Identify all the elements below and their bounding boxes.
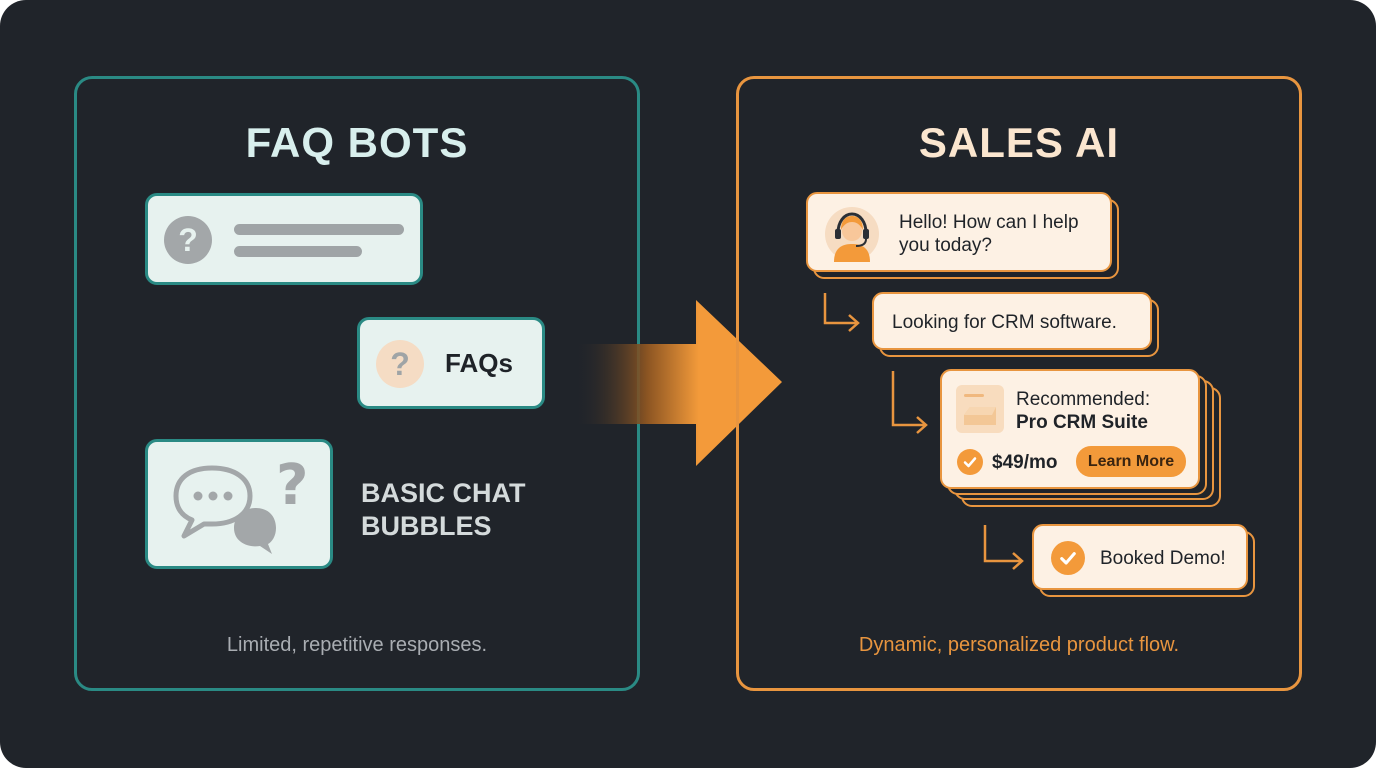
text-line-placeholder — [234, 246, 362, 257]
learn-more-button[interactable]: Learn More — [1076, 446, 1186, 477]
basic-label-line2: BUBBLES — [361, 511, 492, 541]
flow-arrow-icon — [891, 371, 928, 434]
faq-label: FAQs — [445, 348, 513, 378]
flow-arrow-icon — [983, 525, 1024, 570]
sales-ai-title: SALES AI — [918, 119, 1120, 166]
product-price: $49/mo — [992, 452, 1058, 473]
booked-demo-text: Booked Demo! — [1100, 548, 1226, 569]
sales-ai-panel: SALES AI Hello! How can I help you today… — [736, 76, 1302, 691]
faq-caption: Limited, repetitive responses. — [226, 634, 488, 656]
greeting-card: Hello! How can I help you today? — [806, 192, 1112, 272]
greeting-line2: you today? — [899, 235, 992, 256]
faq-bots-panel: FAQ BOTS ? ? FAQs — [74, 76, 640, 691]
user-reply-text: Looking for CRM software. — [892, 312, 1117, 333]
sales-caption: Dynamic, personalized product flow. — [858, 634, 1180, 656]
booked-demo-card: Booked Demo! — [1032, 524, 1248, 590]
agent-headset-icon — [825, 207, 879, 262]
faq-bots-title: FAQ BOTS — [245, 119, 469, 166]
faq-chat-bubble-1: ? — [145, 193, 423, 285]
question-icon: ? — [164, 216, 212, 264]
check-icon — [1051, 541, 1085, 575]
recommended-label: Recommended: — [1016, 389, 1151, 410]
basic-chat-bubbles-label: BASIC CHAT BUBBLES — [361, 477, 561, 543]
basic-label-line1: BASIC CHAT — [361, 478, 526, 508]
user-reply-card: Looking for CRM software. — [872, 292, 1152, 350]
product-recommendation-card: Recommended: Pro CRM Suite $49/mo Learn … — [940, 369, 1200, 489]
product-image-icon — [956, 385, 1004, 433]
basic-chat-bubble: ? — [145, 439, 333, 569]
greeting-text: Hello! How can I help you today? — [899, 211, 1079, 257]
greeting-line1: Hello! How can I help — [899, 212, 1079, 233]
flow-arrow-icon — [823, 293, 860, 332]
text-line-placeholder — [234, 224, 404, 235]
faq-chat-bubble-2: ? FAQs — [357, 317, 545, 409]
question-icon: ? — [376, 340, 424, 388]
transition-arrow-icon — [574, 300, 782, 466]
product-name: Pro CRM Suite — [1016, 412, 1148, 433]
chat-dots-icon: ? — [173, 458, 308, 554]
svg-text:?: ? — [276, 458, 308, 518]
check-icon — [957, 449, 983, 475]
